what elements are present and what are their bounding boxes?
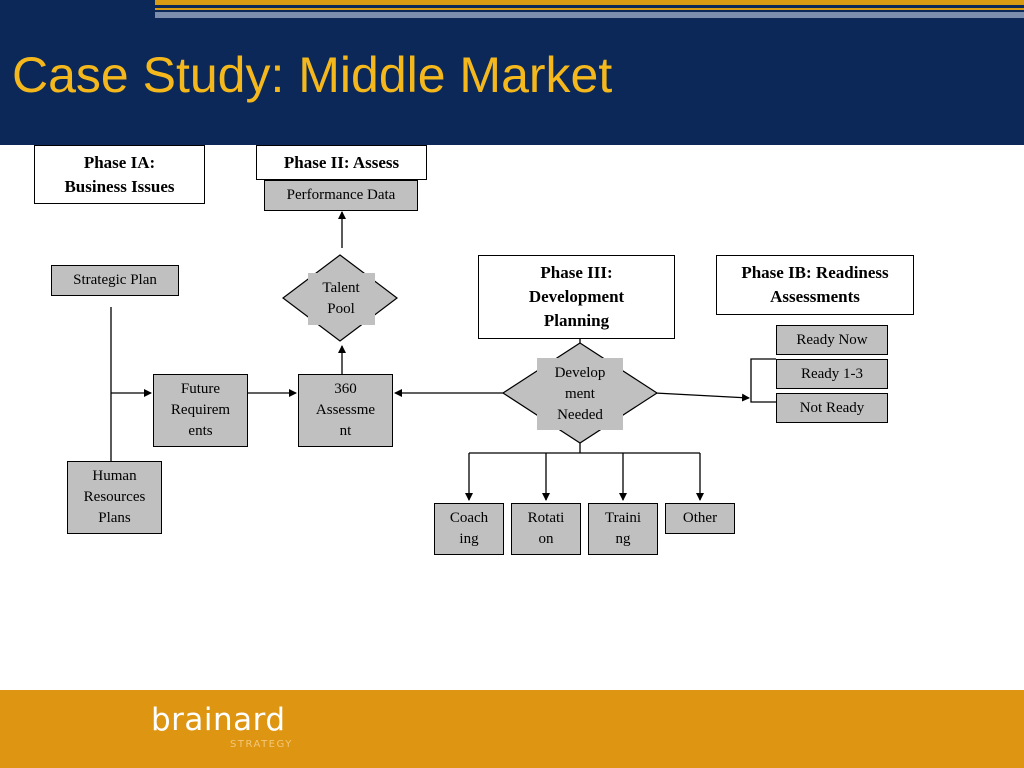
brainard-logo: brainard <box>151 702 286 738</box>
rotation-box: Rotati on <box>511 503 581 555</box>
brainard-logo-subtext: STRATEGY <box>230 739 293 750</box>
talent-pool-diamond-center <box>308 273 375 325</box>
phase-2-box: Phase II: Assess <box>256 145 427 180</box>
phase-1a-label: Phase IA: Business Issues <box>64 152 175 196</box>
coaching-box: Coach ing <box>434 503 504 555</box>
phase-3-label: Phase III: Development Planning <box>528 263 625 330</box>
ready-1-3-box: Ready 1-3 <box>776 359 888 389</box>
other-box: Other <box>665 503 735 534</box>
training-box: Traini ng <box>588 503 658 555</box>
slide-title: Case Study: Middle Market <box>12 47 613 103</box>
title-banner: Case Study: Middle Market <box>0 0 1024 145</box>
not-ready-label: Not Ready <box>799 399 865 416</box>
phase-2-label: Phase II: Assess <box>283 152 400 172</box>
future-requirements-label: Future Requirem ents <box>170 381 231 439</box>
performance-data-label: Performance Data <box>286 187 396 203</box>
readiness-bracket <box>750 358 776 403</box>
not-ready-box: Not Ready <box>776 393 888 423</box>
hr-plans-label: Human Resources Plans <box>83 468 146 526</box>
training-label: Traini ng <box>604 510 642 547</box>
footer-bar <box>0 690 1024 768</box>
performance-data-box: Performance Data <box>264 180 418 211</box>
other-label: Other <box>682 510 718 526</box>
arrow-development-to-readiness <box>654 392 750 402</box>
ready-1-3-label: Ready 1-3 <box>800 365 864 382</box>
development-needed-label: Develop ment Needed <box>554 364 606 423</box>
coaching-label: Coach ing <box>449 510 489 547</box>
strategic-plan-box: Strategic Plan <box>51 265 179 296</box>
future-requirements-box: Future Requirem ents <box>153 374 248 447</box>
header-stripe-mid <box>155 8 1024 10</box>
phase-3-box: Phase III: Development Planning <box>478 255 675 339</box>
hr-plans-box: Human Resources Plans <box>67 461 162 534</box>
rotation-label: Rotati on <box>527 510 565 547</box>
development-needed-diamond-center <box>537 358 623 430</box>
phase-1b-box: Phase IB: Readiness Assessments <box>716 255 914 315</box>
header-stripe-top <box>155 0 1024 5</box>
assessment-360-box: 360 Assessme nt <box>298 374 393 447</box>
talent-pool-label: Talent Pool <box>322 280 360 317</box>
strategic-plan-label: Strategic Plan <box>73 272 157 288</box>
phase-1a-box: Phase IA: Business Issues <box>34 145 205 204</box>
ready-now-label: Ready Now <box>796 331 868 348</box>
header-stripe-bottom <box>155 12 1024 18</box>
ready-now-box: Ready Now <box>776 325 888 355</box>
assessment-360-label: 360 Assessme nt <box>315 381 376 439</box>
phase-1b-label: Phase IB: Readiness Assessments <box>741 263 889 306</box>
